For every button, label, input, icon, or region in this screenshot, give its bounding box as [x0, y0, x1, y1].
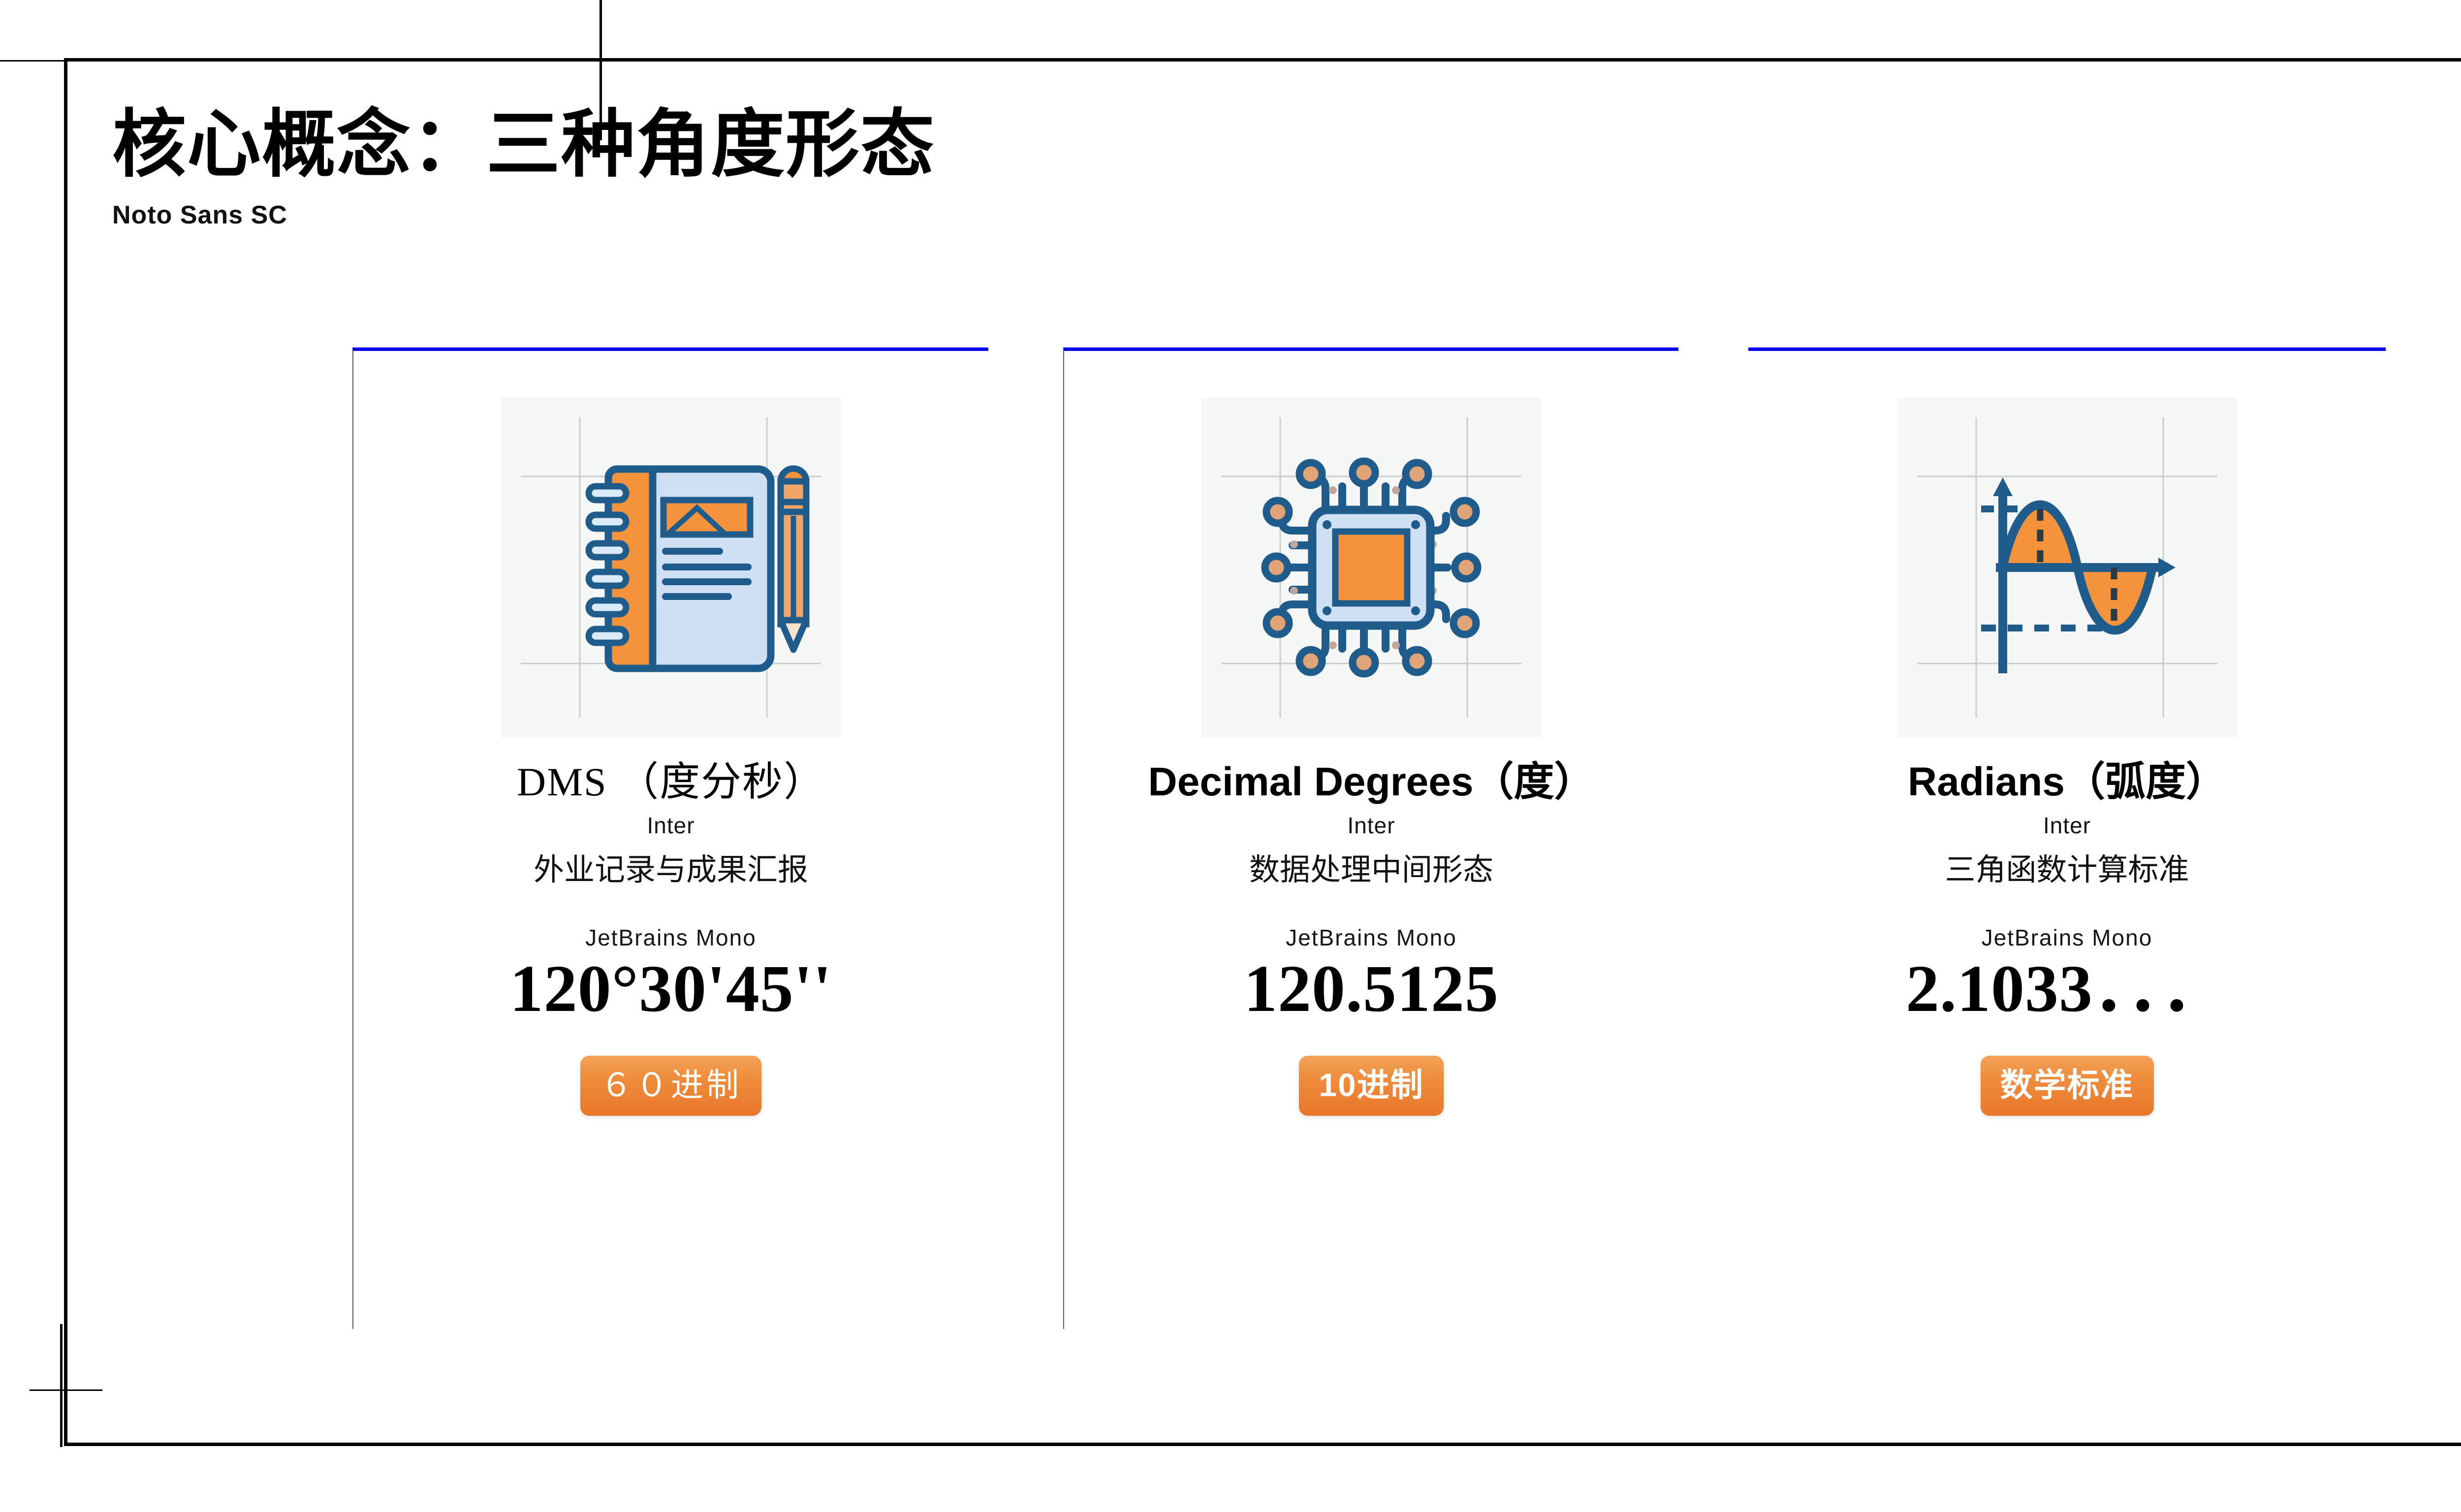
- card-decimal-degrees[interactable]: Decimal Degrees（度） Inter 数据处理中间形态 JetBra…: [1063, 347, 1678, 1329]
- card-description: 外业记录与成果汇报: [533, 853, 808, 887]
- card-title: DMS （度分秒）: [516, 759, 825, 804]
- title-block: 核心概念：三种角度形态 Noto Sans SC: [112, 103, 936, 230]
- card-mono-note: JetBrains Mono: [1286, 925, 1457, 951]
- concept-cards-row: DMS （度分秒） Inter 外业记录与成果汇报 JetBrains Mono…: [0, 347, 2461, 1361]
- crop-mark-top-left-vertical: [599, 0, 602, 140]
- card-description: 三角函数计算标准: [1945, 853, 2189, 887]
- crop-mark-top-left-horizontal: [0, 60, 600, 62]
- card-value: 2.1033．．．: [1906, 952, 2228, 1026]
- status-badge[interactable]: 10进制: [1299, 1055, 1444, 1116]
- notebook-pencil-icon: [501, 398, 841, 737]
- card-mono-note: JetBrains Mono: [1981, 925, 2153, 951]
- status-badge[interactable]: ６０进制: [580, 1055, 761, 1116]
- card-font-note: Inter: [1347, 813, 1395, 839]
- card-radians[interactable]: Radians（弧度） Inter 三角函数计算标准 JetBrains Mon…: [1748, 347, 2386, 1329]
- card-value: 120.5125: [1244, 952, 1499, 1026]
- badge-container: ６０进制: [353, 1055, 988, 1116]
- page-subtitle: Noto Sans SC: [112, 200, 287, 229]
- crop-mark-bottom-left-horizontal: [30, 1389, 102, 1391]
- status-badge[interactable]: 数学标准: [1980, 1055, 2154, 1116]
- card-value: 120°30'45'': [509, 952, 832, 1026]
- microchip-icon: [1201, 398, 1541, 737]
- card-font-note: Inter: [2043, 813, 2091, 839]
- sine-wave-chart-icon: [1897, 398, 2237, 737]
- card-font-note: Inter: [647, 813, 695, 839]
- badge-container: 数学标准: [1748, 1055, 2386, 1116]
- card-mono-note: JetBrains Mono: [585, 925, 757, 951]
- card-description: 数据处理中间形态: [1249, 853, 1493, 887]
- card-title: Radians（弧度）: [1908, 759, 2226, 804]
- badge-container: 10进制: [1064, 1055, 1678, 1116]
- crop-mark-bottom-left-vertical: [60, 1324, 63, 1447]
- card-title: Decimal Degrees（度）: [1148, 759, 1595, 804]
- page-title: 核心概念：三种角度形态: [112, 103, 936, 186]
- card-dms[interactable]: DMS （度分秒） Inter 外业记录与成果汇报 JetBrains Mono…: [352, 347, 988, 1329]
